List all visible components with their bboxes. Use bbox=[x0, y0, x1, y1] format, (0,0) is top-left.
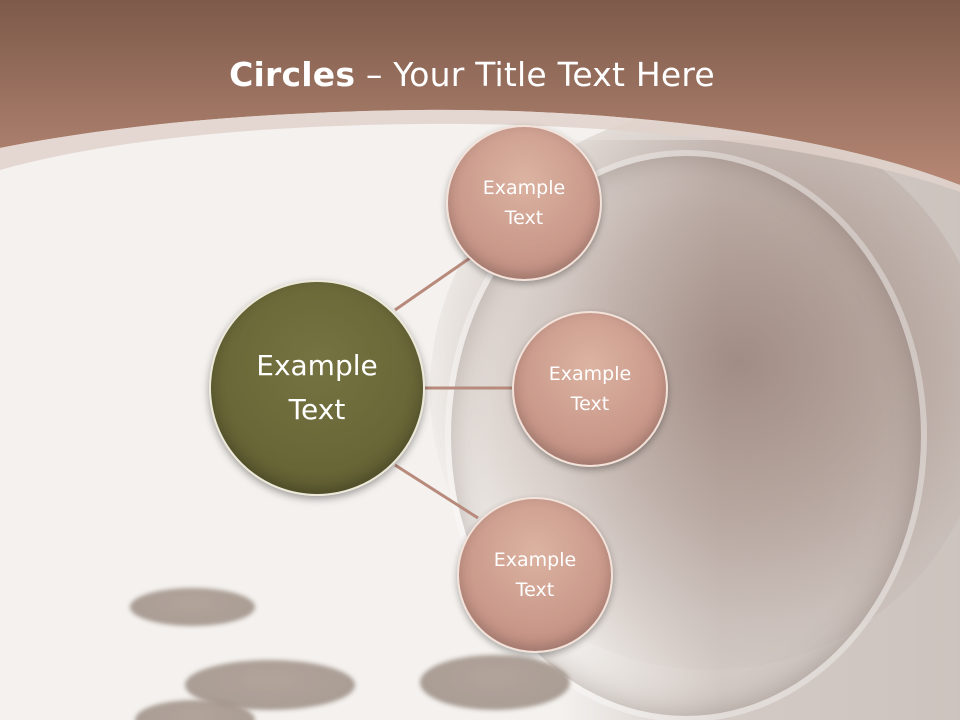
satellite-circle-3: Example Text bbox=[457, 497, 613, 653]
satellite-circle-1: Example Text bbox=[446, 125, 602, 281]
satellite-circle-label: Example Text bbox=[548, 363, 632, 415]
title-bold-part: Circles bbox=[229, 55, 356, 94]
satellite-circle-label: Example Text bbox=[493, 549, 577, 601]
header-band bbox=[0, 0, 960, 192]
background-jar-rim bbox=[445, 150, 927, 720]
connector-line-3 bbox=[394, 463, 479, 520]
title-rest-part: – Your Title Text Here bbox=[355, 55, 715, 94]
center-circle: Example Text bbox=[209, 280, 425, 496]
center-circle-label: Example Text bbox=[256, 349, 378, 426]
background-coin bbox=[135, 700, 255, 720]
connector-line-1 bbox=[394, 256, 471, 312]
satellite-circle-2: Example Text bbox=[512, 311, 668, 467]
slide-title: Circles – Your Title Text Here bbox=[0, 52, 944, 98]
background-coin bbox=[420, 655, 570, 710]
background-coin bbox=[130, 588, 255, 626]
satellite-circle-label: Example Text bbox=[482, 177, 566, 229]
